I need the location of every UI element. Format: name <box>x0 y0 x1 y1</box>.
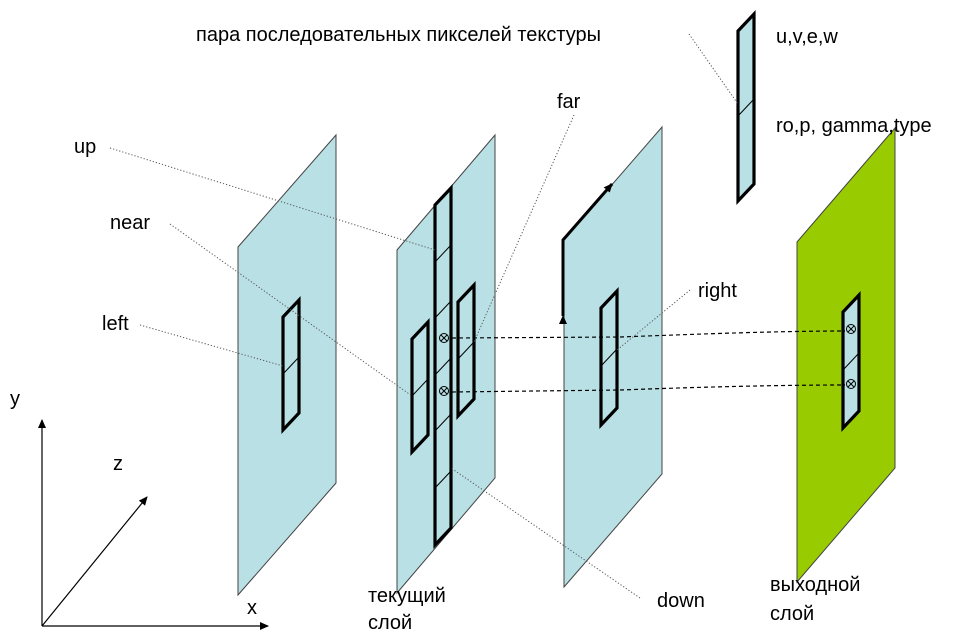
current-column-pixels <box>433 183 453 550</box>
leader-texture-pair <box>688 33 739 105</box>
label-left: left <box>102 313 129 335</box>
label-texture-pair: пара последовательных пикселей текстуры <box>196 24 601 46</box>
axis-z-line <box>41 496 148 627</box>
current-cross-symbols <box>439 333 449 396</box>
label-current-layer-1: текущий <box>368 585 446 607</box>
current-left-pixels <box>410 317 430 457</box>
label-current-layer-2: слой <box>368 612 412 634</box>
output-cross-symbols <box>846 324 856 389</box>
output-pixel-pair <box>841 290 861 433</box>
leader-up <box>109 147 436 251</box>
leader-near <box>169 223 413 397</box>
label-right: right <box>698 280 737 302</box>
current-right-pixels <box>456 280 476 421</box>
far-arrow <box>559 183 614 324</box>
label-axis-y: y <box>10 388 20 410</box>
label-down: down <box>657 590 705 612</box>
label-uvew: u,v,e,w <box>776 26 838 48</box>
projection-line-bottom <box>451 384 846 393</box>
label-axis-x: x <box>247 597 257 619</box>
legend-pixel-pair <box>736 9 756 206</box>
left-pixel-pair <box>281 295 301 435</box>
label-output-layer-2: слой <box>770 603 814 625</box>
label-far: far <box>557 91 581 113</box>
label-output-layer-1: выходной <box>770 574 860 596</box>
projection-line-top <box>451 330 846 339</box>
label-axis-z: z <box>113 453 123 475</box>
leader-left <box>139 324 284 367</box>
label-ropgamma: ro,p, gamma,type <box>776 115 932 137</box>
right-pixel-pair <box>599 286 619 430</box>
label-up: up <box>74 136 96 158</box>
label-near: near <box>110 212 150 234</box>
